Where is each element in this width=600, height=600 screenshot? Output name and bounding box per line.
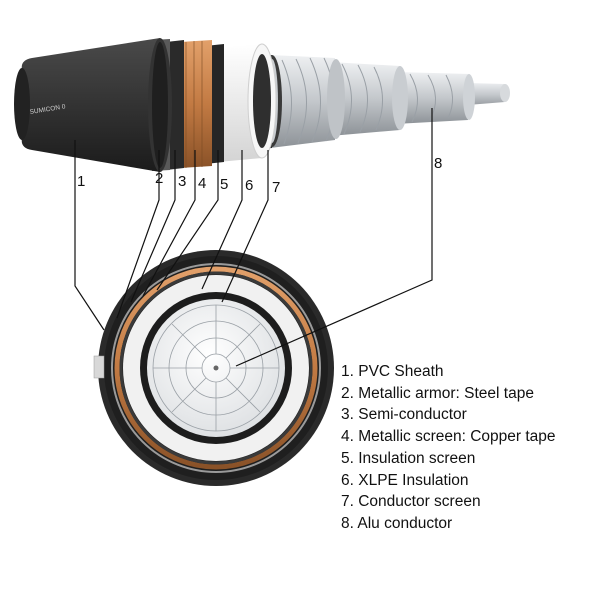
callout-number-8: 8 — [434, 155, 442, 172]
callout-number-3: 3 — [178, 173, 186, 190]
leader-line-6 — [201, 150, 243, 290]
callout-number-5: 5 — [220, 176, 228, 193]
legend-item-8: 8. Alu conductor — [341, 514, 453, 532]
cable-body: SUMICON 0 — [14, 38, 510, 172]
legend-item-2: 2. Metallic armor: Steel tape — [341, 384, 534, 402]
callout-number-1: 1 — [77, 173, 85, 190]
callout-number-7: 7 — [272, 179, 280, 196]
cable-cross-section — [93, 250, 334, 486]
legend-item-7: 7. Conductor screen — [341, 493, 481, 511]
leader-line-2 — [116, 150, 160, 319]
legend: 1. PVC Sheath 2. Metallic armor: Steel t… — [341, 361, 556, 535]
leader-line-8 — [235, 108, 433, 367]
leader-line-5 — [156, 150, 219, 291]
legend-item-5: 5. Insulation screen — [341, 449, 476, 467]
legend-item-3: 3. Semi-conductor — [341, 406, 467, 424]
leader-line-3 — [130, 150, 176, 303]
callout-number-4: 4 — [198, 175, 206, 192]
callout-number-2: 2 — [155, 170, 163, 187]
leader-line-1 — [74, 140, 105, 331]
conductor-strands-end — [270, 55, 510, 148]
callout-numbers: 1 2 3 4 5 6 7 8 — [77, 155, 442, 196]
leader-lines — [74, 108, 433, 367]
leader-line-4 — [142, 150, 196, 297]
legend-item-1: 1. PVC Sheath — [341, 363, 444, 380]
legend-item-6: 6. XLPE Insulation — [341, 471, 469, 489]
callout-number-6: 6 — [245, 177, 253, 194]
legend-item-4: 4. Metallic screen: Copper tape — [341, 428, 556, 446]
leader-line-7 — [221, 150, 269, 303]
conductor-strands — [152, 304, 280, 432]
